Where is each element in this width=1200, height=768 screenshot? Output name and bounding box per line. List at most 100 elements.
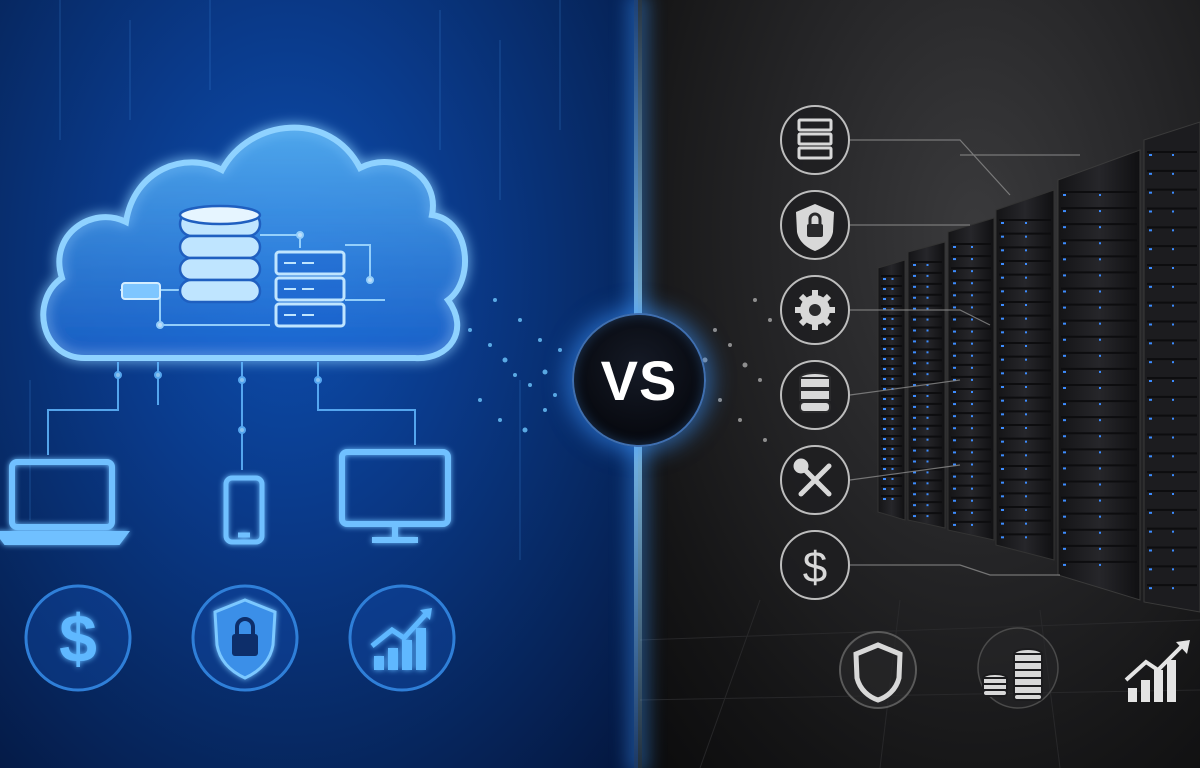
rack-led xyxy=(971,415,973,418)
rack-led xyxy=(1001,481,1004,484)
rack-led xyxy=(926,384,929,387)
rack-led xyxy=(1025,358,1027,361)
security-badge xyxy=(191,584,299,692)
rack-led xyxy=(883,348,886,350)
rack-led xyxy=(971,427,973,430)
rack-led xyxy=(971,366,973,369)
network-node-icon xyxy=(121,282,161,300)
settings-feature xyxy=(780,275,850,345)
rack-led xyxy=(891,438,894,440)
rack-led xyxy=(926,329,929,332)
rack-led xyxy=(971,258,973,261)
device-connectors xyxy=(47,362,416,470)
rack-led xyxy=(1001,468,1004,470)
rack-led xyxy=(1149,304,1152,307)
rack-led xyxy=(1172,511,1174,514)
rack-led xyxy=(1172,285,1174,288)
rack-led xyxy=(971,342,973,345)
rack-led xyxy=(1099,258,1101,261)
rack-led xyxy=(1149,436,1152,439)
rack-led xyxy=(1099,226,1101,229)
rack-led xyxy=(953,403,956,406)
rack-led xyxy=(953,511,956,514)
rack-led xyxy=(953,475,956,478)
rack-led xyxy=(913,373,916,376)
security-lock-icon xyxy=(796,204,834,251)
rack-led xyxy=(913,362,916,365)
rack-led xyxy=(926,438,929,441)
shield-icon xyxy=(853,642,903,703)
rack-led xyxy=(883,498,886,500)
rack-led xyxy=(883,368,886,370)
rack-led xyxy=(891,348,894,350)
rack-led xyxy=(1001,536,1004,539)
rack-led xyxy=(1025,345,1027,347)
rack-led xyxy=(1063,322,1066,325)
growth-chart-icon xyxy=(370,608,432,670)
rack-led xyxy=(1172,474,1174,477)
rack-led xyxy=(953,366,956,369)
rack-led xyxy=(1172,417,1174,420)
rack-led xyxy=(1172,398,1174,401)
rack-led xyxy=(1001,413,1004,416)
rack-led xyxy=(891,298,894,300)
server-rack xyxy=(1143,121,1200,613)
rack-led xyxy=(1099,306,1101,309)
rack-led xyxy=(953,451,956,454)
rack-led xyxy=(926,296,929,299)
rack-led xyxy=(953,330,956,333)
rack-led xyxy=(883,468,886,470)
rack-led xyxy=(926,449,929,452)
rack-led xyxy=(1099,403,1101,406)
rack-led xyxy=(953,463,956,466)
server-racks xyxy=(877,121,1200,613)
rack-led xyxy=(1063,451,1066,454)
security-feature xyxy=(780,190,850,260)
rack-led xyxy=(1001,372,1004,375)
rack-led xyxy=(953,258,956,261)
rack-led xyxy=(926,351,929,354)
rack-led xyxy=(1172,267,1174,269)
rack-led xyxy=(1099,194,1101,196)
rack-led xyxy=(913,449,916,452)
rack-led xyxy=(1025,235,1027,238)
rack-led xyxy=(1063,226,1066,229)
rack-led xyxy=(1025,440,1027,443)
rack-led xyxy=(913,438,916,441)
rack-led xyxy=(1063,563,1066,566)
server-rack xyxy=(1057,149,1141,601)
rack-led xyxy=(953,294,956,297)
rack-led xyxy=(971,246,973,248)
rack-led xyxy=(1001,249,1004,252)
rack-led xyxy=(891,328,894,330)
rack-led xyxy=(1099,499,1101,502)
rack-led xyxy=(1149,229,1152,232)
rack-led xyxy=(1063,531,1066,534)
rack-led xyxy=(953,306,956,309)
rack-led xyxy=(883,288,886,290)
rack-led xyxy=(1025,386,1027,388)
rack-led xyxy=(1149,342,1152,345)
rack-led xyxy=(1149,191,1152,194)
rack-led xyxy=(1063,210,1066,213)
rack-led xyxy=(1099,435,1101,438)
rack-led xyxy=(1063,194,1066,196)
rack-led xyxy=(971,282,973,285)
rack-led xyxy=(926,471,929,474)
rack-led xyxy=(883,478,886,480)
floor-grid xyxy=(639,599,1200,768)
rack-led xyxy=(1149,323,1152,326)
rack-led xyxy=(891,368,894,370)
rack-led xyxy=(953,246,956,248)
tools-icon xyxy=(793,458,832,497)
rack-led xyxy=(1063,499,1066,502)
rack-led xyxy=(883,408,886,410)
rack-led xyxy=(913,416,916,419)
rack-led xyxy=(1001,345,1004,347)
rack-led xyxy=(1025,427,1027,429)
rack-led xyxy=(971,487,973,490)
rack-led xyxy=(1099,338,1101,341)
rack-led xyxy=(913,340,916,343)
rack-led xyxy=(1063,387,1066,389)
rack-led xyxy=(883,378,886,380)
